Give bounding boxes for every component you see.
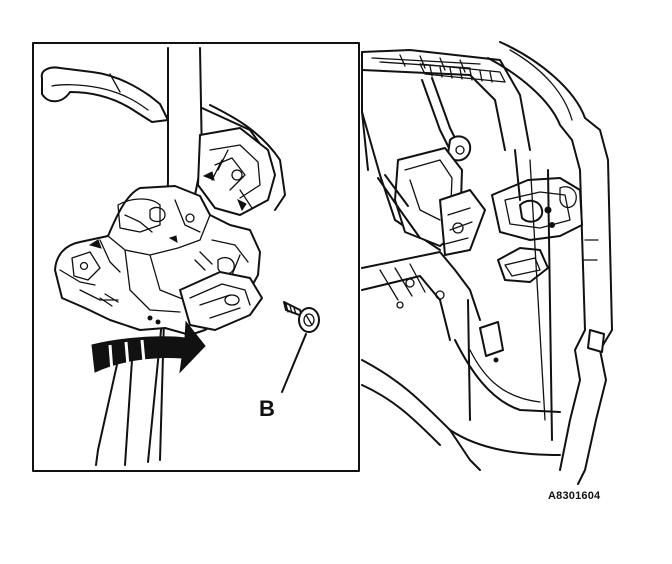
latch-mount-bracket [179,271,263,331]
door-handle-part [40,66,169,123]
figure-id-label: A8301604 [548,490,601,502]
latch-linkage-bracket [197,127,276,216]
screw-b [283,301,320,333]
callout-label-b: B [259,396,275,421]
detail-inset [32,42,360,472]
rotation-arrow [91,320,206,374]
door-frame-rail-left [159,47,169,461]
door-overview-drawing [361,41,613,485]
callout-leader-line [281,333,307,393]
